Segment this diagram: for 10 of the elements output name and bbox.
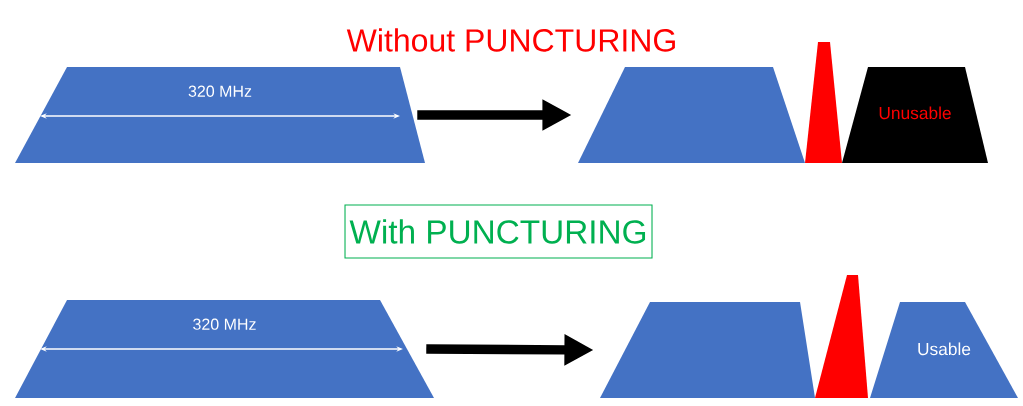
heading: Without PUNCTURING	[346, 28, 675, 52]
band-trapezoid: Unusable	[842, 67, 988, 163]
band-trapezoid: 320 MHz	[15, 300, 434, 398]
band-trapezoid	[578, 67, 805, 163]
band-trapezoid	[805, 42, 842, 163]
heading-box: With PUNCTURING	[344, 204, 653, 259]
band-trapezoid: 320 MHz	[15, 67, 425, 163]
band-trapezoid	[600, 302, 815, 398]
band-trapezoid	[815, 275, 868, 398]
band-trapezoid: Usable	[870, 302, 1018, 398]
